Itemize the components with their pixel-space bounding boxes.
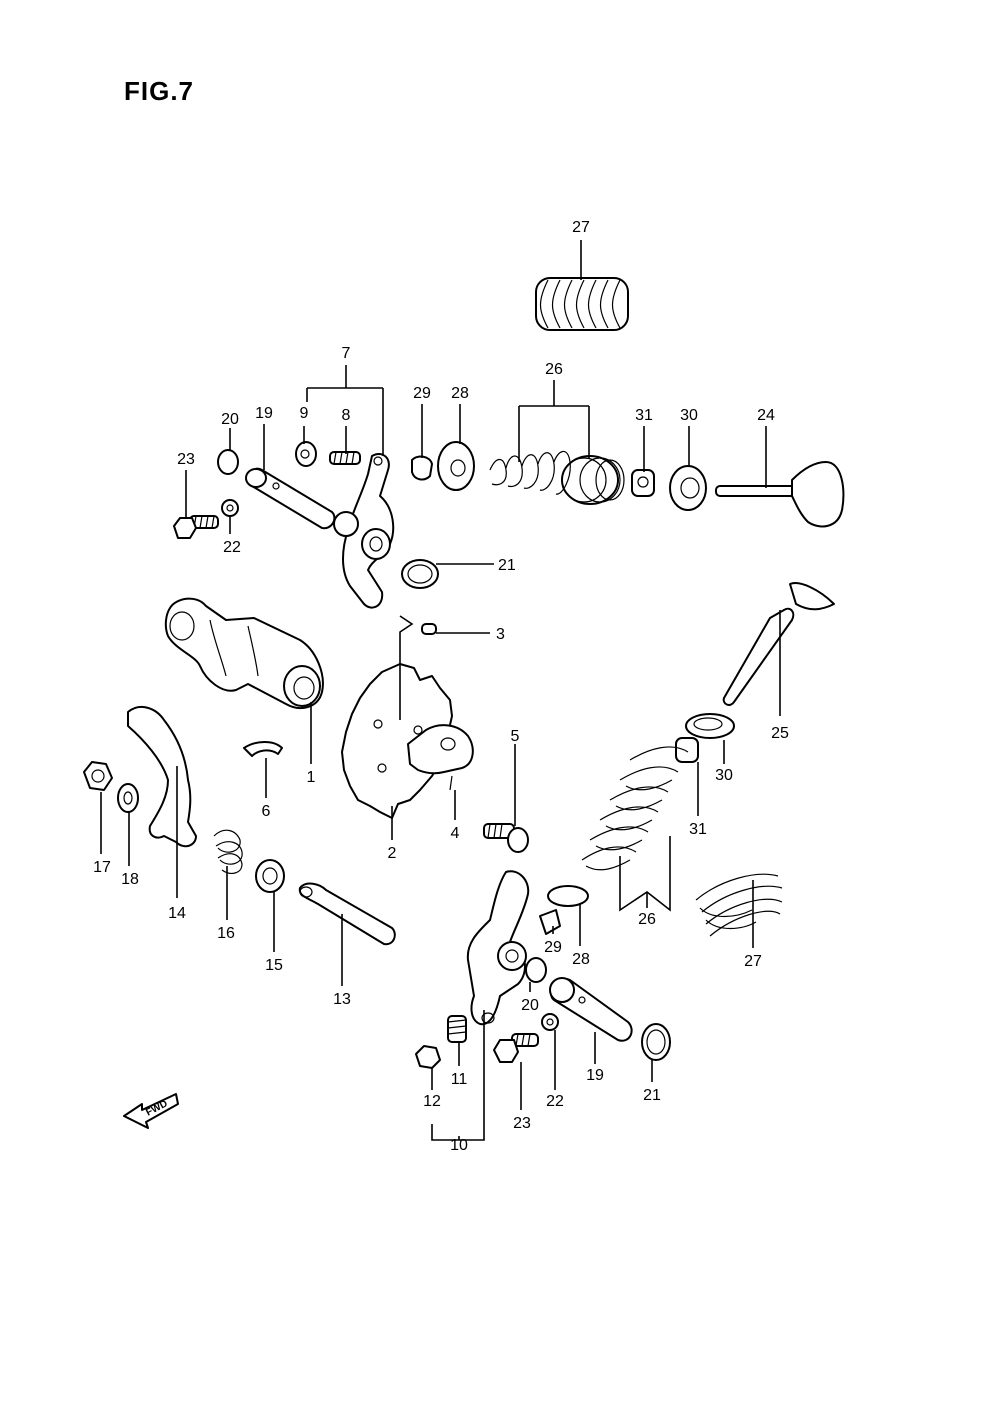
callout-14: 14 <box>168 905 186 922</box>
callout-23: 23 <box>177 451 195 468</box>
adjust-nut-upper <box>295 441 317 467</box>
callout-5: 5 <box>511 728 520 745</box>
callout-numbers: 27 26 7 9 8 29 28 31 30 24 20 19 23 22 2… <box>93 219 789 1154</box>
callout-29-lower: 29 <box>544 939 562 956</box>
callout-18: 18 <box>121 871 139 888</box>
adjust-nut-lower <box>415 1045 441 1069</box>
valve-spring-retainer-upper <box>437 441 475 491</box>
valve-stem-seal-upper <box>631 469 655 497</box>
callout-20-lower: 20 <box>521 997 539 1014</box>
callout-30-lower: 30 <box>715 767 733 784</box>
valve-cotter-lower <box>539 909 561 935</box>
forward-direction-arrow: FWD <box>123 1093 179 1129</box>
camshaft-stopper-ring <box>243 741 283 757</box>
washer-lower <box>541 1013 559 1031</box>
callout-28-lower: 28 <box>572 951 590 968</box>
callout-7: 7 <box>342 345 351 362</box>
callout-19: 19 <box>255 405 273 422</box>
dowel-pin <box>421 623 437 635</box>
callout-6: 6 <box>262 803 271 820</box>
decomp-shaft <box>298 882 396 946</box>
callout-22: 22 <box>223 539 241 556</box>
callout-3: 3 <box>496 626 505 643</box>
shaft-gasket-lower <box>641 1023 671 1061</box>
callout-20: 20 <box>221 411 239 428</box>
callout-11: 11 <box>451 1071 468 1088</box>
rocker-shaft-lower <box>549 977 633 1042</box>
callout-17: 17 <box>93 859 111 876</box>
callout-12: 12 <box>423 1093 441 1110</box>
callout-21-lower: 21 <box>643 1087 661 1104</box>
callout-30: 30 <box>680 407 698 424</box>
exhaust-valve <box>715 461 845 528</box>
callout-31-lower: 31 <box>689 821 707 838</box>
valve-spring-inner-upper <box>489 450 625 505</box>
sprocket-plate <box>407 724 474 791</box>
valve-spring-retainer-lower <box>547 885 589 907</box>
callout-29: 29 <box>413 385 431 402</box>
rocker-shaft-bolt-upper <box>173 515 219 539</box>
leader-lines <box>100 240 781 1141</box>
callout-27-lower: 27 <box>744 953 762 970</box>
decomp-lever <box>127 705 197 848</box>
callout-22-lower: 22 <box>546 1093 564 1110</box>
spring-seat-upper <box>669 465 707 511</box>
sprocket-bolt <box>483 823 529 853</box>
callout-8: 8 <box>342 407 351 424</box>
rocker-arm-upper <box>333 452 395 609</box>
callout-10: 10 <box>450 1137 468 1154</box>
washer-upper <box>221 499 239 517</box>
cam-sprocket <box>341 663 453 819</box>
callout-26-lower: 26 <box>638 911 656 928</box>
decomp-spring <box>213 829 243 874</box>
callout-13: 13 <box>333 991 351 1008</box>
rocker-shaft-bolt-lower <box>493 1033 539 1063</box>
rocker-shaft-upper <box>245 467 336 530</box>
rocker-arm-lower <box>466 870 530 1026</box>
valve-spring-outer-lower <box>695 873 783 937</box>
callout-28: 28 <box>451 385 469 402</box>
callout-25: 25 <box>771 725 789 742</box>
callout-9: 9 <box>300 405 309 422</box>
callout-2: 2 <box>388 845 397 862</box>
camshaft <box>164 597 324 709</box>
callout-16: 16 <box>217 925 235 942</box>
callout-4: 4 <box>451 825 460 842</box>
callout-23-lower: 23 <box>513 1115 531 1132</box>
decomp-washer <box>117 783 139 813</box>
shaft-gasket-upper <box>401 559 439 589</box>
callout-26: 26 <box>545 361 563 378</box>
decomp-shaft-bearing <box>255 859 285 893</box>
valve-stem-seal-lower <box>675 737 699 763</box>
callout-15: 15 <box>265 957 283 974</box>
callout-21: 21 <box>498 557 516 574</box>
adjust-screw-lower <box>447 1015 467 1043</box>
callout-1: 1 <box>307 769 316 786</box>
callout-24: 24 <box>757 407 775 424</box>
intake-valve <box>722 582 835 706</box>
callout-27: 27 <box>572 219 590 236</box>
valve-spring-set-lower <box>581 746 689 871</box>
valve-cotter-upper <box>411 455 433 481</box>
spring-seat-lower <box>685 713 735 739</box>
adjust-screw-upper <box>329 451 361 465</box>
o-ring-lower <box>525 957 547 983</box>
figure-title: FIG.7 <box>124 76 195 106</box>
o-ring-upper <box>217 449 239 475</box>
decomp-nut <box>83 761 113 791</box>
valve-spring-outer-upper <box>535 277 629 331</box>
callout-31: 31 <box>635 407 653 424</box>
callout-19-lower: 19 <box>586 1067 604 1084</box>
